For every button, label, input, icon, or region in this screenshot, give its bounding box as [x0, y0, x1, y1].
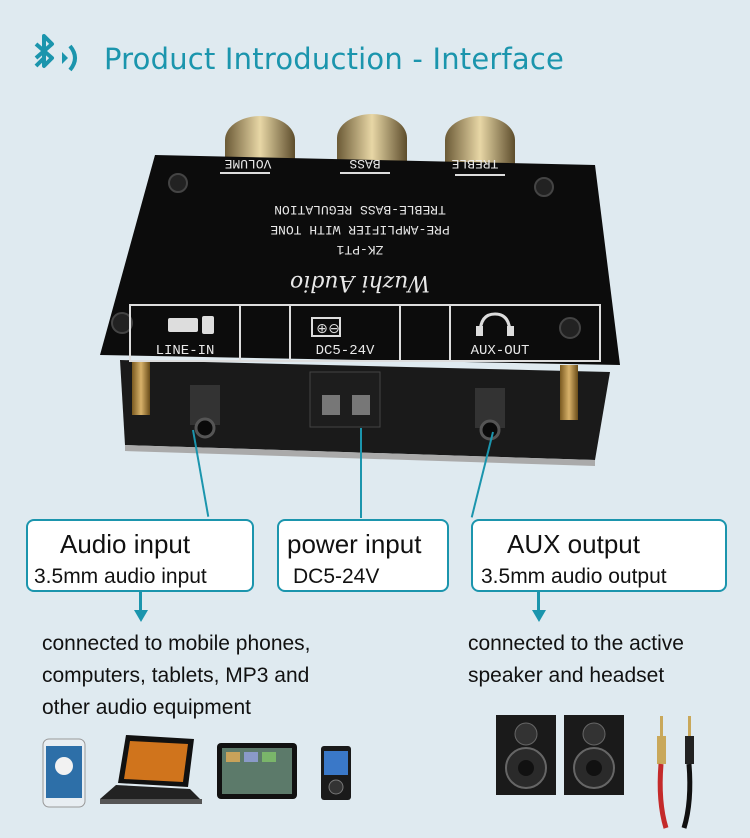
- svg-text:⊕: ⊕: [316, 321, 328, 337]
- down-arrow-output-line: [537, 592, 540, 612]
- dc-terminal: [309, 371, 381, 428]
- header: Product Introduction - Interface: [0, 0, 750, 100]
- bluetooth-audio-icon: [34, 34, 77, 72]
- speaker-left-image: [496, 715, 556, 795]
- output-desc-line-1: connected to the active: [468, 632, 684, 655]
- amplifier-board-image: VOLUME BASS TREBLE TREBLE-BASS REGULATIO…: [80, 110, 640, 480]
- laptop-image: [100, 735, 202, 804]
- aux-out-jack: [475, 388, 505, 441]
- mp3-player-image: [321, 746, 351, 800]
- brand-logo: Wuzhi Audio: [290, 270, 430, 295]
- port-label-line-in: LINE-IN: [156, 343, 215, 359]
- input-desc-line-2: computers, tablets, MP3 and: [42, 664, 310, 687]
- output-desc-line-2: speaker and headset: [468, 664, 665, 687]
- callout-power-input: power input DC5-24V: [277, 519, 449, 592]
- speaker-right-image: [564, 715, 624, 795]
- line-in-jack: [190, 385, 220, 439]
- callout-audio-input-sub: 3.5mm audio input: [34, 565, 207, 588]
- connector-line-power: [360, 428, 362, 518]
- down-arrow-input-line: [139, 592, 142, 612]
- callout-power-input-sub: DC5-24V: [293, 565, 380, 588]
- smartphone-image: [42, 738, 86, 808]
- page-title: Product Introduction - Interface: [104, 42, 565, 76]
- knob-label-volume: VOLUME: [224, 156, 271, 171]
- port-label-aux-out: AUX-OUT: [471, 343, 530, 359]
- input-desc-line-3: other audio equipment: [42, 696, 251, 719]
- callout-aux-output-sub: 3.5mm audio output: [481, 565, 667, 588]
- input-desc-line-1: connected to mobile phones,: [42, 632, 311, 655]
- callout-audio-input-title: Audio input: [60, 529, 191, 559]
- svg-text:⊖: ⊖: [328, 321, 340, 337]
- input-devices-description: connected to mobile phones, computers, t…: [42, 628, 311, 724]
- board-text-preamp: PRE-AMPLIFIER WITH TONE: [270, 222, 450, 237]
- board-text-regulation: TREBLE-BASS REGULATION: [274, 202, 446, 217]
- tablet-image: [217, 743, 297, 799]
- callout-aux-output: AUX output 3.5mm audio output: [471, 519, 727, 592]
- aux-cable-image: [657, 716, 694, 829]
- callout-power-input-title: power input: [287, 529, 422, 559]
- port-label-dc: DC5-24V: [316, 343, 375, 359]
- down-arrow-input: [134, 610, 148, 622]
- knob-label-treble: TREBLE: [451, 156, 498, 171]
- callout-aux-output-title: AUX output: [507, 529, 640, 559]
- down-arrow-output: [532, 610, 546, 622]
- knob-label-bass: BASS: [349, 156, 380, 171]
- board-model: ZK-PT1: [336, 242, 383, 257]
- output-devices-description: connected to the active speaker and head…: [468, 628, 684, 692]
- callout-audio-input: Audio input 3.5mm audio input: [26, 519, 254, 592]
